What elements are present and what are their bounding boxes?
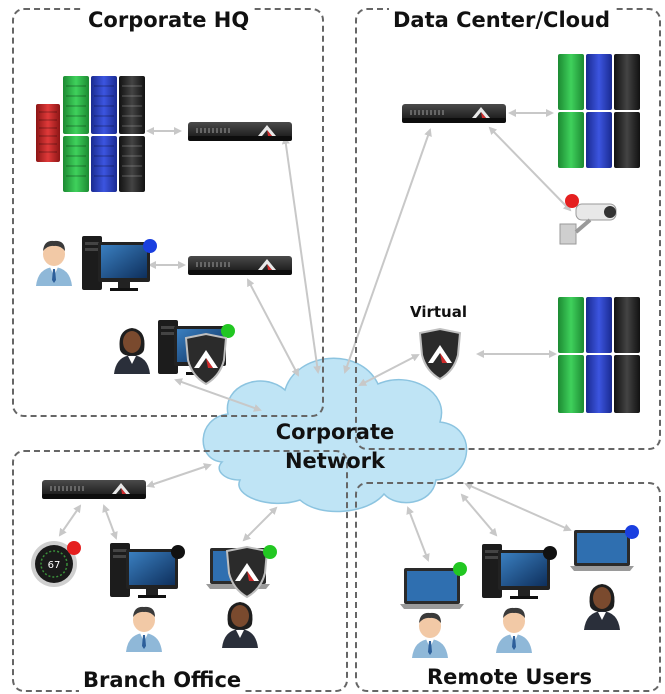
connection-arrows bbox=[58, 109, 572, 562]
dc-server-rack-2 bbox=[558, 297, 640, 413]
arrow-dc-virtual-cloud bbox=[358, 354, 420, 386]
dc-server-rack-1 bbox=[558, 54, 640, 168]
zone-title-remote-users: Remote Users bbox=[423, 665, 596, 689]
arrow-hq-appliance1-cloud bbox=[281, 136, 322, 374]
arrow-dc-appliance-camera bbox=[488, 126, 572, 212]
cloud-label: Corporate Network bbox=[240, 418, 430, 476]
status-dot-blue bbox=[143, 239, 157, 253]
branch-thermostat: 67 bbox=[31, 541, 81, 587]
thermostat-value: 67 bbox=[48, 560, 61, 571]
status-dot-green bbox=[263, 545, 277, 559]
arrow-remote-laptop2-cloud bbox=[464, 482, 572, 532]
status-dot-green bbox=[453, 562, 467, 576]
zone-title-corporate-hq: Corporate HQ bbox=[84, 8, 254, 32]
arrow-branch-appliance-thermostat bbox=[58, 504, 82, 537]
hq-server-rack bbox=[36, 76, 145, 192]
cloud-label-line2: Network bbox=[284, 449, 385, 473]
status-dot-green bbox=[221, 324, 235, 338]
arrow-branch-laptop-cloud bbox=[242, 506, 278, 542]
zone-title-data-center: Data Center/Cloud bbox=[389, 8, 615, 32]
virtual-label: Virtual bbox=[410, 303, 467, 321]
arrow-hq-appliance2-cloud bbox=[247, 278, 299, 377]
arrow-hq-pc2-cloud bbox=[174, 378, 262, 412]
arrow-dc-appliance-cloud bbox=[343, 128, 432, 374]
status-dot-blue bbox=[625, 525, 639, 539]
status-dot-black bbox=[543, 546, 557, 560]
arrow-branch-appliance-pc bbox=[102, 504, 118, 540]
status-dot-black bbox=[171, 545, 185, 559]
zone-data-center bbox=[355, 8, 661, 450]
arrow-branch-appliance-cloud bbox=[146, 463, 212, 488]
arrow-remote-laptop-cloud bbox=[406, 506, 430, 562]
zone-corporate-hq bbox=[12, 8, 324, 417]
zone-branch-office bbox=[12, 450, 348, 692]
zone-title-branch-office: Branch Office bbox=[79, 668, 246, 692]
zone-remote-users bbox=[355, 482, 661, 692]
cloud-label-line1: Corporate bbox=[275, 420, 395, 444]
dc-security-camera bbox=[559, 194, 617, 245]
